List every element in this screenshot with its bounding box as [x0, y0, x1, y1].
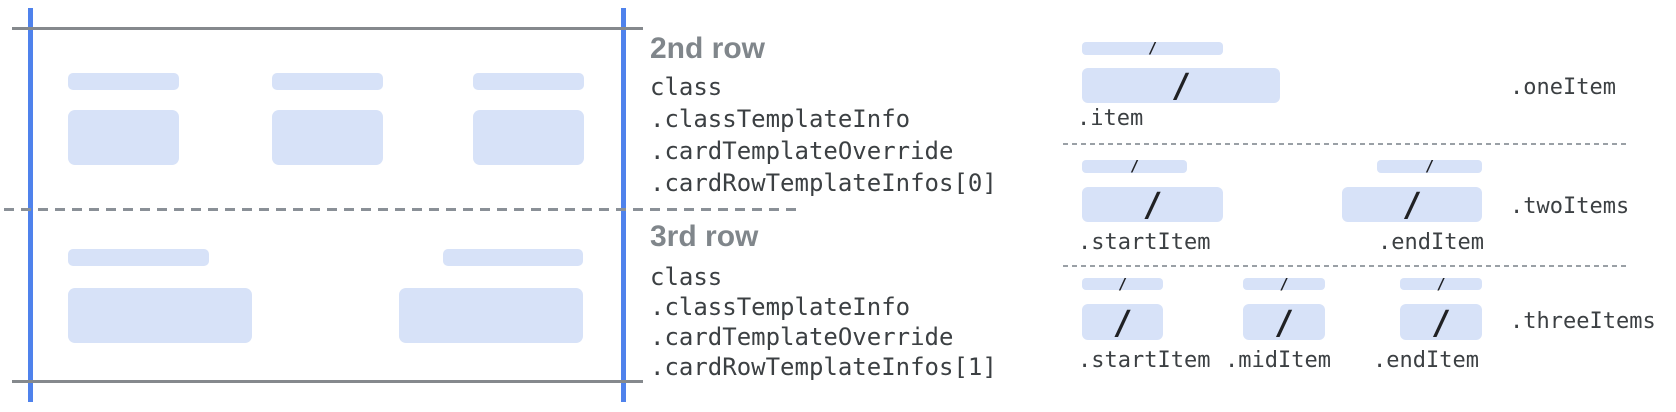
item-label-bar: /: [1400, 274, 1482, 293]
third-row-title: 3rd row: [650, 220, 759, 253]
slash-icon: /: [1274, 302, 1294, 342]
placeholder-label-bar: [68, 249, 209, 266]
slash-icon: /: [1112, 302, 1133, 342]
slash-icon: /: [1436, 274, 1446, 293]
second-row-code-path: class .classTemplateInfo .cardTemplateOv…: [650, 71, 997, 199]
mid-item-field-label: .midItem: [1225, 348, 1331, 373]
slash-icon: /: [1279, 274, 1289, 293]
code-line: .classTemplateInfo: [650, 293, 911, 321]
start-item-field-label: .startItem: [1078, 230, 1211, 255]
item-value-bar: /: [1082, 68, 1280, 103]
end-item-field-label: .endItem: [1378, 230, 1484, 255]
row-bottom-boundary-line: [12, 380, 643, 383]
slash-icon: /: [1402, 185, 1422, 224]
code-line: class: [650, 263, 723, 291]
card-right-edge-guide: [621, 8, 626, 402]
three-items-template-name: .threeItems: [1510, 309, 1656, 334]
end-item-field-label: .endItem: [1373, 348, 1479, 373]
code-line: .cardRowTemplateInfos[1]: [650, 353, 997, 381]
code-line: .cardTemplateOverride: [650, 137, 954, 165]
code-line: .cardTemplateOverride: [650, 323, 954, 351]
card-left-edge-guide: [28, 8, 33, 402]
placeholder-value-box: [68, 288, 252, 343]
item-field-label: .item: [1077, 106, 1144, 131]
placeholder-value-box: [68, 110, 179, 165]
placeholder-value-box: [473, 110, 584, 165]
item-label-bar: /: [1243, 274, 1325, 293]
item-value-bar: /: [1342, 187, 1482, 222]
slash-icon: /: [1129, 157, 1140, 175]
slash-icon: /: [1431, 302, 1451, 342]
template-section-divider: [1063, 143, 1630, 145]
two-items-template-name: .twoItems: [1510, 194, 1630, 219]
placeholder-label-bar: [473, 73, 584, 90]
slash-icon: /: [1171, 66, 1191, 105]
item-value-bar: /: [1400, 304, 1482, 340]
placeholder-value-box: [272, 110, 383, 165]
placeholder-value-box: [399, 288, 583, 343]
code-line: .cardRowTemplateInfos[0]: [650, 169, 997, 197]
row-divider-dashed-line: [4, 208, 798, 211]
item-value-bar: /: [1082, 187, 1223, 222]
second-row-title: 2nd row: [650, 32, 766, 65]
item-label-bar: /: [1377, 157, 1482, 175]
item-value-bar: /: [1243, 304, 1325, 340]
slash-icon: /: [1424, 157, 1435, 175]
one-item-template-name: .oneItem: [1510, 75, 1616, 100]
placeholder-label-bar: [68, 73, 179, 90]
slash-icon: /: [1117, 274, 1128, 293]
item-label-bar: /: [1082, 39, 1223, 57]
row-top-boundary-line: [12, 27, 643, 30]
code-line: .classTemplateInfo: [650, 105, 911, 133]
start-item-field-label: .startItem: [1078, 348, 1211, 373]
item-value-bar: /: [1082, 304, 1163, 340]
placeholder-label-bar: [272, 73, 383, 90]
placeholder-label-bar: [443, 249, 583, 266]
item-label-bar: /: [1082, 274, 1163, 293]
template-section-divider: [1063, 265, 1630, 267]
item-label-bar: /: [1082, 157, 1187, 175]
code-line: class: [650, 73, 723, 101]
slash-icon: /: [1142, 185, 1163, 224]
slash-icon: /: [1147, 39, 1158, 57]
third-row-code-path: class .classTemplateInfo .cardTemplateOv…: [650, 262, 997, 382]
